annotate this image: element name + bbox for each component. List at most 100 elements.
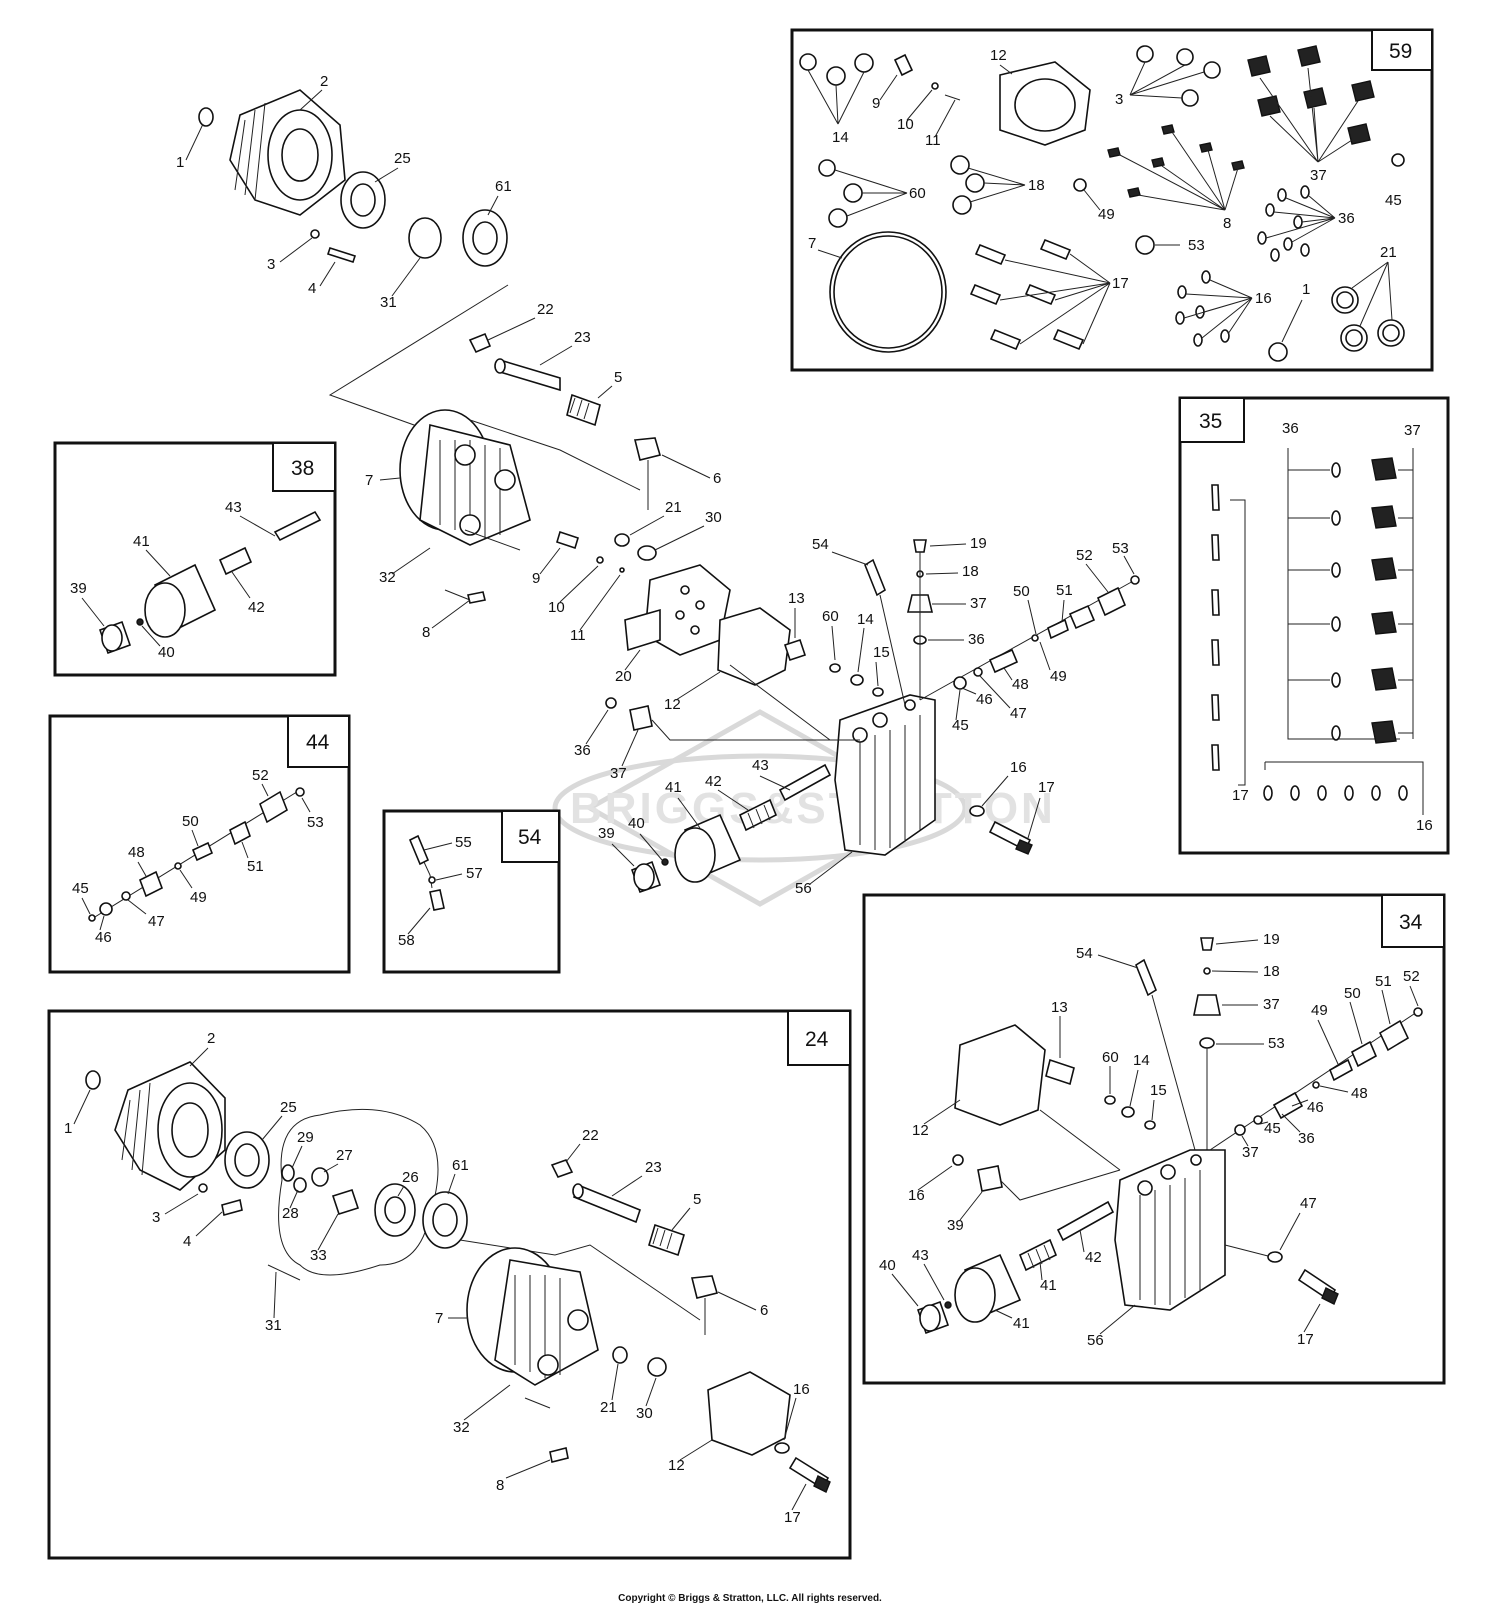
part-number-label: 26 (402, 1169, 419, 1186)
part-number-label: 37 (1242, 1144, 1259, 1161)
part-number-label: 12 (668, 1457, 685, 1474)
part-number-label: 5 (614, 369, 622, 386)
part-number-label: 21 (1380, 244, 1397, 261)
part-number-label: 18 (962, 563, 979, 580)
part-number-label: 3 (267, 256, 275, 273)
part-number-label: 50 (1344, 985, 1361, 1002)
part-number-label: 11 (570, 627, 586, 644)
part-number-label: 47 (1300, 1195, 1317, 1212)
part-number-label: 33 (310, 1247, 327, 1264)
part-number-label: 45 (1264, 1120, 1281, 1137)
part-number-label: 12 (912, 1122, 929, 1139)
part-number-label: 42 (705, 773, 722, 790)
part-number-label: 54 (812, 536, 829, 553)
part-number-label: 48 (1012, 676, 1029, 693)
part-number-label: 48 (1351, 1085, 1368, 1102)
part-number-label: 22 (582, 1127, 599, 1144)
part-number-label: 17 (1112, 275, 1129, 292)
part-number-label: 9 (872, 95, 880, 112)
top-pump-labels: 1 2 25 61 3 4 31 22 23 5 7 32 6 21 30 9 … (176, 73, 1135, 897)
part-number-label: 52 (252, 767, 269, 784)
part-number-label: 10 (897, 116, 914, 133)
part-number-label: 1 (1302, 281, 1310, 298)
part-number-label: 32 (453, 1419, 470, 1436)
part-number-label: 56 (1087, 1332, 1104, 1349)
top-pump-drawing (198, 89, 1140, 894)
box-59-number: 59 (1389, 40, 1412, 63)
part-number-label: 49 (1311, 1002, 1328, 1019)
part-number-label: 50 (182, 813, 199, 830)
part-number-label: 5 (693, 1191, 701, 1208)
box-44-parts: 52 53 50 51 48 49 45 47 46 (72, 767, 324, 946)
part-number-label: 60 (909, 185, 926, 202)
part-number-label: 31 (380, 294, 397, 311)
part-number-label: 53 (307, 814, 324, 831)
part-number-label: 46 (1307, 1099, 1324, 1116)
part-number-label: 36 (968, 631, 985, 648)
part-number-label: 51 (247, 858, 264, 875)
part-number-label: 61 (452, 1157, 469, 1174)
part-number-label: 6 (760, 1302, 768, 1319)
box-44: 44 (48, 714, 351, 974)
part-number-label: 14 (1133, 1052, 1150, 1069)
part-number-label: 1 (64, 1120, 72, 1137)
part-number-label: 49 (1050, 668, 1067, 685)
box-35-number: 35 (1199, 410, 1222, 433)
part-number-label: 37 (970, 595, 987, 612)
part-number-label: 54 (1076, 945, 1093, 962)
part-number-label: 20 (615, 668, 632, 685)
part-number-label: 27 (336, 1147, 353, 1164)
part-number-label: 16 (1416, 817, 1433, 834)
part-number-label: 42 (248, 599, 265, 616)
part-number-label: 36 (1338, 210, 1355, 227)
part-number-label: 17 (1038, 779, 1055, 796)
part-number-label: 41 (665, 779, 682, 796)
box-59-parts: 14 9 10 11 12 3 37 60 18 (799, 45, 1405, 362)
part-number-label: 19 (970, 535, 987, 552)
part-number-label: 21 (600, 1399, 617, 1416)
part-number-label: 51 (1056, 582, 1073, 599)
part-number-label: 4 (183, 1233, 191, 1250)
part-number-label: 2 (207, 1030, 215, 1047)
part-number-label: 17 (784, 1509, 801, 1526)
part-number-label: 52 (1076, 547, 1093, 564)
part-number-label: 41 (1040, 1277, 1057, 1294)
part-number-label: 58 (398, 932, 415, 949)
part-number-label: 47 (1010, 705, 1027, 722)
box-59: 59 (790, 28, 1434, 372)
part-number-label: 13 (788, 590, 805, 607)
part-number-label: 16 (1010, 759, 1027, 776)
part-number-label: 47 (148, 913, 165, 930)
part-number-label: 39 (947, 1217, 964, 1234)
part-number-label: 57 (466, 865, 483, 882)
part-number-label: 37 (610, 765, 627, 782)
box-38-parts: 43 41 42 39 40 (70, 499, 322, 661)
part-number-label: 46 (95, 929, 112, 946)
part-number-label: 40 (158, 644, 175, 661)
part-number-label: 31 (265, 1317, 282, 1334)
part-number-label: 37 (1310, 167, 1327, 184)
part-number-label: 43 (912, 1247, 929, 1264)
box-34: 34 (862, 893, 1446, 1385)
part-number-label: 50 (1013, 583, 1030, 600)
part-number-label: 16 (1255, 290, 1272, 307)
part-number-label: 39 (70, 580, 87, 597)
part-number-label: 25 (280, 1099, 297, 1116)
part-number-label: 36 (574, 742, 591, 759)
part-number-label: 16 (793, 1381, 810, 1398)
box-44-number: 44 (306, 731, 330, 754)
b34-label-41: 41 (1013, 1315, 1030, 1332)
part-number-label: 15 (1150, 1082, 1167, 1099)
part-number-label: 1 (176, 154, 184, 171)
part-number-label: 17 (1232, 787, 1249, 804)
part-number-label: 32 (379, 569, 396, 586)
part-number-label: 8 (1223, 215, 1231, 232)
part-number-label: 18 (1028, 177, 1045, 194)
part-number-label: 12 (990, 47, 1007, 64)
part-number-label: 2 (320, 73, 328, 90)
part-number-label: 29 (297, 1129, 314, 1146)
part-number-label: 30 (705, 509, 722, 526)
part-number-label: 7 (365, 472, 373, 489)
part-number-label: 17 (1297, 1331, 1314, 1348)
